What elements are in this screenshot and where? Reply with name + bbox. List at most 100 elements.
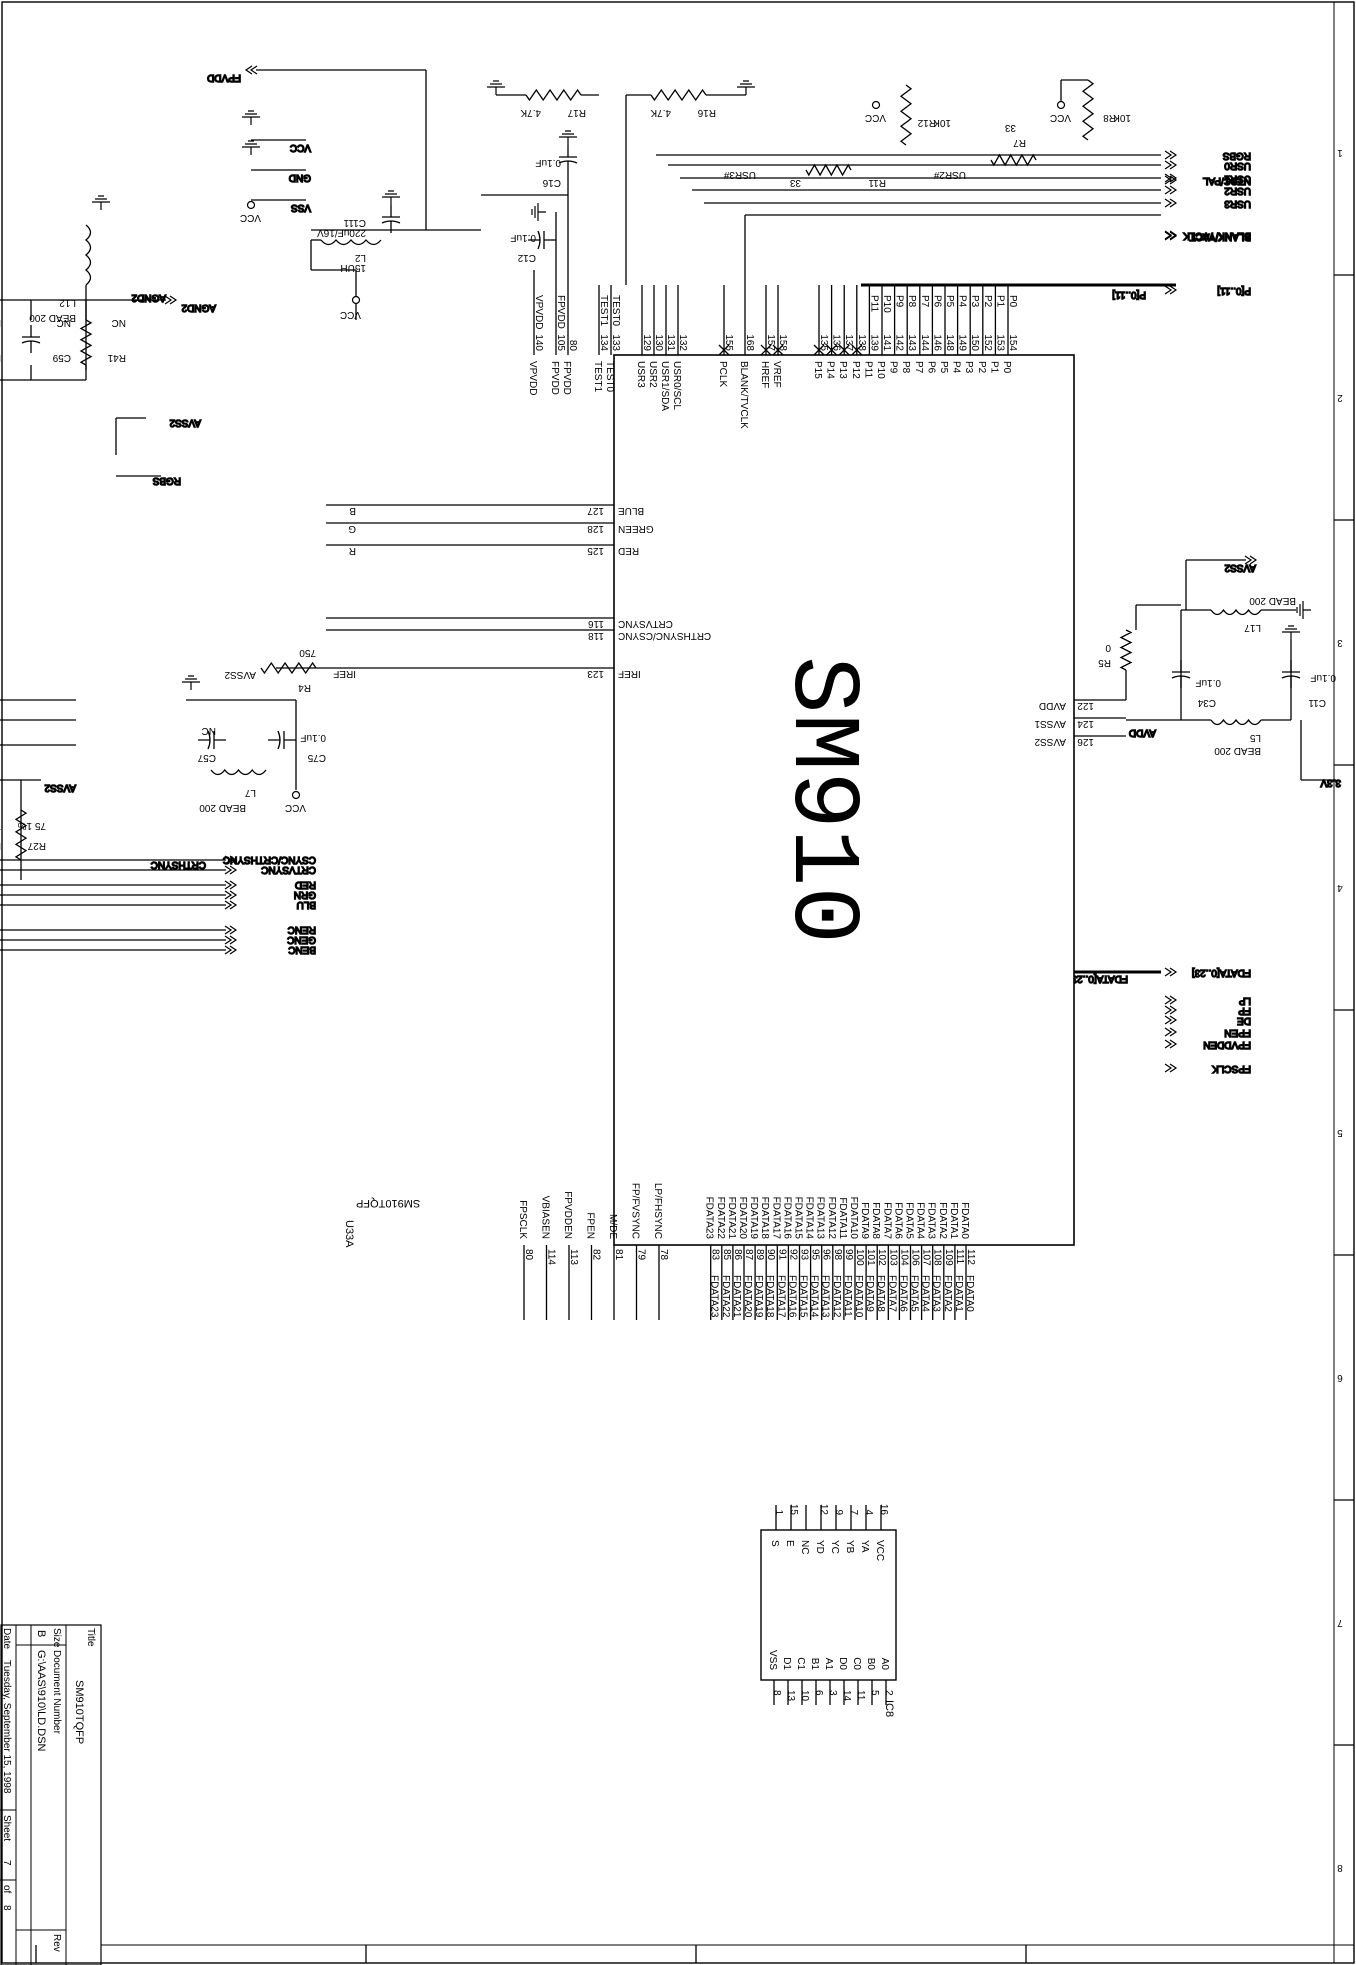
ground-symbol <box>737 80 755 95</box>
chip-pin-number: 142 <box>894 334 905 351</box>
vcc-terminal <box>1056 100 1066 110</box>
chip-pin-net: FDATA10 <box>853 1275 864 1318</box>
chip-pin-name: P1 <box>988 361 999 374</box>
chip-pin-net: FDATA5 <box>909 1275 920 1312</box>
agnd2-port: AGND2 <box>181 302 216 313</box>
chip-pin-number: 128 <box>587 523 604 534</box>
ic8-pin-name: B0 <box>865 1658 876 1671</box>
date-value: Tuesday, September 15, 1998 <box>1 1660 12 1794</box>
ic8-pin-number: 15 <box>788 1504 799 1516</box>
ic8-pin-number: 2 <box>883 1690 894 1696</box>
r33-ref: R33 <box>0 352 1 363</box>
c34-value: 0.1uF <box>1195 677 1221 688</box>
chip-pin-net: FDATA18 <box>764 1275 775 1318</box>
chip-pin-number: 109 <box>943 1249 954 1266</box>
chip-pin-name: FDATA20 <box>737 1197 748 1240</box>
ic8-body <box>760 1529 897 1681</box>
chip-pin-number: 93 <box>799 1249 810 1261</box>
zone-label: 6 <box>1337 1372 1343 1383</box>
port-arrow <box>1164 231 1178 241</box>
port-arrow <box>1164 160 1178 170</box>
chip-pin-name: FDATA7 <box>881 1202 892 1239</box>
ic8-pin-name: S <box>769 1540 780 1547</box>
supply-label: VSS <box>291 202 311 213</box>
chip-pin-name: VREF <box>771 361 782 388</box>
l5-ref: L5 <box>1249 732 1261 743</box>
port-arrow <box>1164 1005 1178 1015</box>
usr2-net: USR2# <box>933 169 966 180</box>
c59-value: NC <box>57 317 71 328</box>
chip-pin-number: 148 <box>944 334 955 351</box>
no-connect-mark <box>760 344 772 356</box>
chip-pin-number: 133 <box>610 334 621 351</box>
l12-symbol <box>84 224 92 286</box>
zone-label: 8 <box>1337 1862 1343 1873</box>
chip-pin-number: 124 <box>1077 718 1094 729</box>
r12-symbol <box>899 84 913 146</box>
chip-pin-number: 150 <box>969 334 980 351</box>
chip-pin-net: FDATA3 <box>931 1275 942 1312</box>
chip-pin-number: 154 <box>1007 334 1018 351</box>
chip-pin-net: TEST0 <box>610 295 621 327</box>
chip-pin-number: 79 <box>636 1249 647 1261</box>
port-arrow <box>1244 555 1258 565</box>
sheet-value: 7 <box>1 1860 12 1866</box>
chip-pin-name: P11 <box>862 361 873 378</box>
chip-name: SM910 <box>767 656 876 944</box>
chip-pin-number: 118 <box>588 630 604 641</box>
ic8-pin-name: B1 <box>809 1658 820 1671</box>
r27-symbol <box>14 809 28 861</box>
r28-ref: R28 <box>0 840 1 851</box>
chip-pin-net: P1 <box>994 295 1005 308</box>
port-arrow <box>224 855 238 865</box>
zone-label: 1 <box>1337 147 1343 158</box>
port-label: FPSCLK <box>1212 1063 1251 1074</box>
zone-label: 2 <box>1337 392 1343 403</box>
port-arrow <box>1164 1063 1178 1073</box>
chip-pin-name: FDATA5 <box>904 1202 915 1239</box>
l2-ref: L2 <box>354 252 366 263</box>
ic8-pin-name: C0 <box>851 1657 862 1670</box>
sheet-label: Sheet <box>1 1815 12 1841</box>
r12-ref: R12 <box>917 117 936 128</box>
chip-pin-net: P8 <box>906 295 917 308</box>
r4-symbol <box>260 661 317 675</box>
chip-pin-net: FDATA11 <box>842 1275 853 1317</box>
chip-pin-number: 144 <box>919 334 930 351</box>
size-value: B <box>35 1630 47 1637</box>
port-label: BLANK/TVCLK <box>1183 230 1251 241</box>
c11-symbol <box>1281 660 1301 688</box>
c59-symbol <box>21 325 41 353</box>
ic8-refdes: IC8 <box>883 1700 895 1717</box>
r12-value: 10K <box>933 117 951 128</box>
c111-symbol <box>381 205 401 233</box>
l2-symbol <box>320 238 382 246</box>
chip-pin-number: 168 <box>744 334 755 351</box>
c11-ref: C11 <box>1308 697 1326 708</box>
chip-pin-number: 102 <box>876 1249 887 1266</box>
vcc-label: VCC <box>1050 112 1071 123</box>
ic8-pin-number: 4 <box>863 1509 874 1515</box>
chip-pin-number: 136 <box>831 334 842 351</box>
chip-pin-name: BLUE <box>618 505 644 516</box>
zone-label: 5 <box>1337 1127 1343 1138</box>
port-arrow <box>1164 1015 1178 1025</box>
chip-pin-name: FPVDD <box>549 361 560 395</box>
chip-pin-net: FDATA16 <box>786 1275 797 1318</box>
chip-pin-number: 127 <box>587 505 604 516</box>
l12-ref: L12 <box>59 297 76 308</box>
chip-pin-net: FDATA19 <box>753 1275 764 1318</box>
port-arrow <box>1164 1039 1178 1049</box>
port-label: RED <box>295 879 316 890</box>
c57-symbol <box>198 730 226 750</box>
port-label: CRTVSYNC <box>261 864 316 875</box>
c16-ref: C16 <box>542 177 561 188</box>
l7-ref: L7 <box>244 787 256 798</box>
chip-pin-number: 152 <box>982 334 993 351</box>
chip-pin-net: P9 <box>894 295 905 308</box>
rev-label: Rev <box>51 1934 62 1952</box>
